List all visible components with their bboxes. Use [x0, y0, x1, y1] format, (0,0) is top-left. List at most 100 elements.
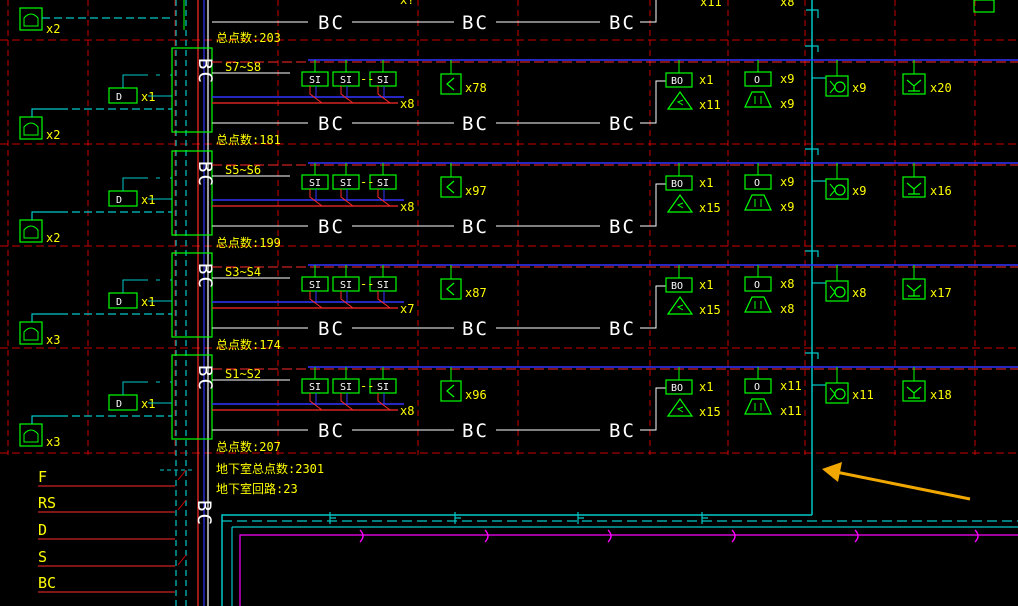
y-count: x16: [930, 184, 952, 198]
strobe-detail: [754, 301, 762, 309]
o-count: x9: [780, 72, 794, 86]
riser-box: [171, 47, 213, 133]
bo-label: BO: [671, 281, 683, 292]
speaker-count: x15: [699, 303, 721, 317]
magenta-bottom-bus: [239, 534, 1018, 606]
top-bc-2: BC: [462, 12, 489, 34]
magenta-bracket-2: [607, 529, 612, 543]
left-alarm-count: x2: [46, 231, 60, 245]
o-label: O: [754, 178, 760, 189]
legend-slashes: [177, 469, 187, 566]
legend-f: F: [38, 468, 47, 486]
si-module-label: SI: [340, 75, 352, 86]
module-arrow: [829, 183, 836, 197]
si-module-label: SI: [377, 382, 389, 393]
strobe-alarm-icon: [744, 194, 772, 211]
flow-switch-icon: [446, 384, 455, 398]
floor-total-label: 总点数:207: [216, 439, 281, 454]
left-d-label: D: [116, 297, 122, 308]
bo-count: x1: [699, 380, 713, 394]
cyan-riser-connector: [805, 148, 819, 155]
sensor-count: x87: [465, 286, 487, 300]
bc-label-1: BC: [318, 420, 345, 442]
left-alarm-leader: [31, 313, 60, 322]
left-d-leader: [122, 177, 172, 191]
left-alarm-box: [19, 116, 43, 140]
strobe-detail: [754, 96, 762, 104]
speaker-cone: [676, 202, 684, 209]
o-label: O: [754, 75, 760, 86]
si-red-lead: [377, 291, 391, 309]
si-module-label: SI: [340, 382, 352, 393]
speaker-cone: [676, 99, 684, 106]
magenta-bracket-5: [974, 529, 979, 543]
left-alarm-count: x3: [46, 435, 60, 449]
left-alarm-count: x2: [46, 128, 60, 142]
si-dash: --: [360, 277, 374, 291]
left-d-count: x1: [141, 397, 155, 411]
bc-label-3: BC: [609, 420, 636, 442]
cyan-riser-connector: [805, 352, 819, 359]
si-module-label: SI: [309, 382, 321, 393]
left-d-label: D: [116, 399, 122, 410]
riser-bc-vertical: BC: [194, 263, 216, 290]
cyan-riser-connector: [805, 250, 819, 257]
basement-total-points: 地下室总点数:2301: [216, 461, 324, 476]
si-module-label: SI: [309, 75, 321, 86]
riser-bc-vertical: BC: [194, 365, 216, 392]
speaker-icon: [666, 193, 694, 213]
manual-alarm-icon: [23, 429, 39, 443]
left-alarm-leader: [31, 415, 60, 424]
si-module-label: SI: [309, 280, 321, 291]
speaker-cone: [676, 406, 684, 413]
bc-label-1: BC: [318, 216, 345, 238]
bo-count: x1: [699, 73, 713, 87]
top-cyan-connector: [806, 9, 819, 18]
left-alarm-box: [19, 423, 43, 447]
left-d-label: D: [116, 92, 122, 103]
legend-s: S: [38, 548, 47, 566]
annotation-arrow: [822, 462, 971, 501]
flow-switch-icon: [446, 282, 455, 296]
left-d-count: x1: [141, 90, 155, 104]
legend-d: D: [38, 521, 47, 539]
text-layer: x2 x? x11 x8 总点数:203 BC BC BC 地下室总点数:230…: [38, 0, 794, 592]
strobe-count: x9: [780, 97, 794, 111]
magenta-bracket-1: [484, 529, 489, 543]
o-count: x9: [780, 175, 794, 189]
riser-box: [171, 354, 213, 440]
si-red-lead: [309, 291, 323, 309]
cyan-connector-3: [701, 512, 708, 524]
strobe-detail: [754, 199, 762, 207]
magenta-bracket-4: [854, 529, 859, 543]
riser-bc-vertical: BC: [194, 161, 216, 188]
sensor-count: x96: [465, 388, 487, 402]
top-left-alarm-count: x2: [46, 22, 60, 36]
top-partial-row: [19, 0, 995, 31]
left-alarm-leader: [31, 108, 60, 117]
floor-riser-label: S3~S4: [225, 265, 261, 279]
strobe-alarm-icon: [744, 398, 772, 415]
si-red-lead: [309, 86, 323, 104]
top-bc-3: BC: [609, 12, 636, 34]
bo-count: x1: [699, 176, 713, 190]
si-module-label: SI: [309, 178, 321, 189]
top-partial-count-2: x11: [700, 0, 722, 9]
floor-riser-label: S7~S8: [225, 60, 261, 74]
bc-label-2: BC: [462, 318, 489, 340]
si-red-lead: [340, 86, 354, 104]
left-d-label: D: [116, 195, 122, 206]
si-dash: --: [360, 175, 374, 189]
module-count: x9: [852, 184, 866, 198]
basement-loop-count: 地下室回路:23: [216, 481, 298, 496]
o-count: x11: [780, 379, 802, 393]
si-count: x8: [400, 200, 414, 214]
speaker-cone: [676, 304, 684, 311]
bo-count: x1: [699, 278, 713, 292]
left-d-leader: [122, 381, 172, 395]
